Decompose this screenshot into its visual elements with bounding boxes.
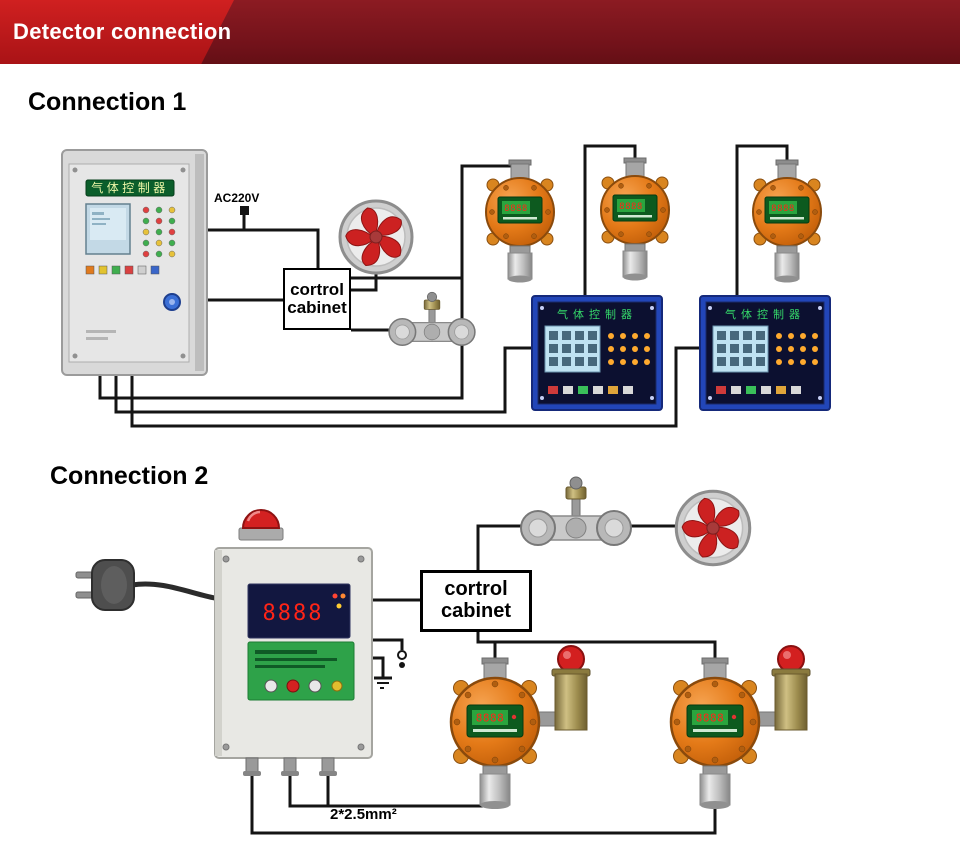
header-banner: Detector connection: [0, 0, 960, 64]
control-cabinet-1-box: cortrol cabinet: [283, 268, 351, 330]
controller-buttons: [85, 265, 160, 275]
gas-detector-4: [449, 644, 592, 811]
connection1-title: Connection 1: [28, 88, 187, 116]
ac220v-label: AC220V: [214, 191, 260, 205]
alarm-controller: 8888: [214, 509, 373, 776]
exhaust-fan-1: [338, 199, 414, 275]
disconnect-connector-symbol: [397, 650, 407, 668]
banner-ribbon: [0, 0, 234, 64]
indicator-led-grid: [142, 206, 176, 258]
power-plug-icon: [75, 559, 216, 611]
controller-title-strip: [85, 179, 175, 197]
banner-title: Detector connection: [13, 19, 232, 44]
digital-display-value: 8888: [263, 601, 324, 626]
ac-plug-symbol: [240, 206, 249, 215]
connection2-title: Connection 2: [50, 462, 209, 490]
control-panel-2: [699, 295, 831, 411]
gas-detector-1: [485, 159, 555, 284]
wire-spec-label: 2*2.5mm²: [330, 806, 397, 823]
exhaust-fan-2: [674, 489, 752, 567]
gas-controller-cabinet: 气体控制器: [61, 149, 208, 376]
control-cabinet-2-box: cortrol cabinet: [420, 570, 532, 632]
control-panel-1: [531, 295, 663, 411]
gas-detector-2: [600, 157, 670, 282]
controller-title: 气体控制器: [91, 180, 169, 195]
ground-symbol: [374, 676, 392, 689]
control-cabinet-2-line2: cabinet: [440, 600, 512, 622]
control-cabinet-1-line2: cabinet: [287, 298, 347, 317]
control-cabinet-2-line1: cortrol: [444, 578, 508, 601]
wiring-connection1: [98, 144, 789, 428]
digital-display-panel: [247, 583, 351, 639]
gas-valve-2: [520, 476, 632, 546]
cable-glands: [243, 757, 337, 776]
gas-detector-5: [669, 644, 812, 811]
panel-buttons: [264, 679, 343, 693]
wiring-connection2: [250, 524, 717, 835]
gas-detector-3: [752, 159, 822, 284]
control-cabinet-1-line1: cortrol: [290, 279, 344, 299]
